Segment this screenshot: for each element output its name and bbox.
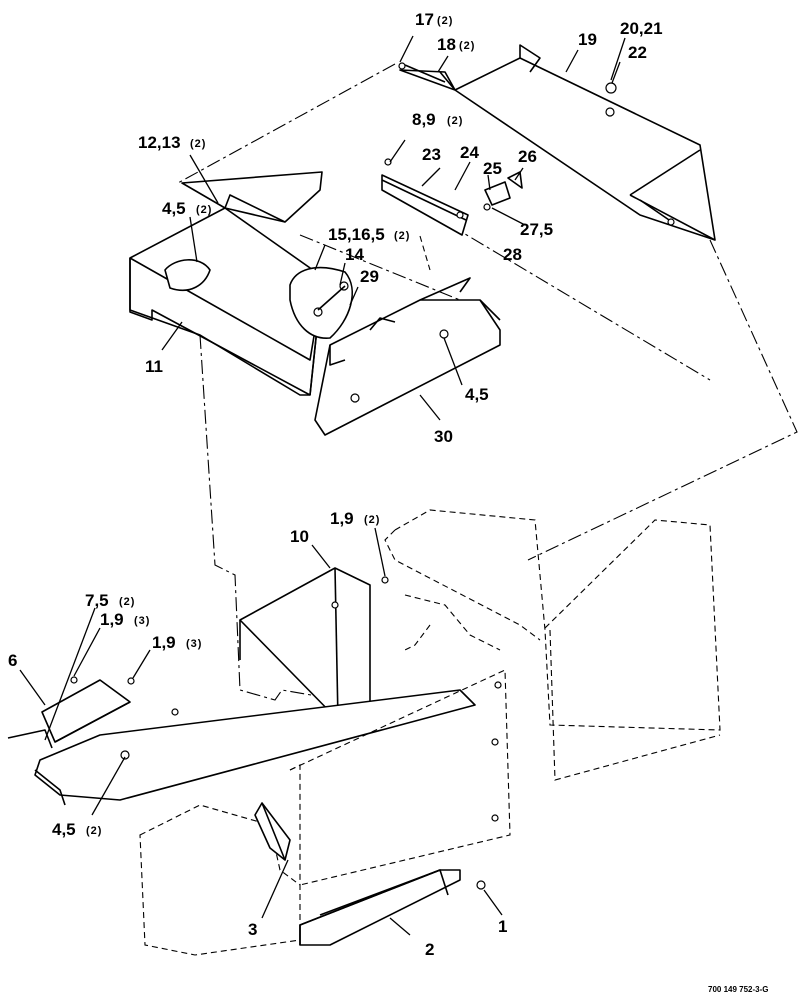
callout-25-num: 25 (483, 159, 502, 178)
callout-8-num: 8,9 (412, 110, 436, 129)
deflector-assembly-6 (7, 676, 476, 806)
callout-14: 14 (345, 245, 364, 264)
panel-10 (239, 567, 389, 726)
housing-11 (129, 171, 353, 396)
callout-22: 22 (628, 43, 647, 62)
callout-12-qty: (2) (190, 138, 206, 150)
callout-7: 7,5 (2) (85, 591, 135, 610)
callout-30: 30 (434, 427, 453, 446)
hidden-frame (139, 509, 721, 956)
callout-1b-num: 1,9 (100, 610, 124, 629)
callout-1d-num: 1 (498, 917, 507, 936)
callout-1a-qty: (2) (364, 514, 380, 526)
callout-23-num: 23 (422, 145, 441, 164)
callout-20-num: 20,21 (620, 19, 663, 38)
callout-12: 12,13 (2) (138, 133, 206, 152)
callout-22-num: 22 (628, 43, 647, 62)
callout-12-num: 12,13 (138, 133, 181, 152)
callout-18: 18(2) (437, 35, 475, 54)
callout-1b: 1,9 (3) (100, 610, 150, 629)
callout-4a: 4,5 (2) (162, 199, 212, 218)
callout-3-num: 3 (248, 920, 257, 939)
callout-28: 28 (503, 245, 522, 264)
callout-4a-qty: (2) (196, 204, 212, 216)
callout-8: 8,9 (2) (412, 110, 463, 129)
callout-2-num: 2 (425, 940, 434, 959)
bracket-3 (254, 802, 291, 861)
callout-25: 25 (483, 159, 502, 178)
callout-3: 3 (248, 920, 257, 939)
callout-20: 20,21 (620, 19, 663, 38)
callout-1a-num: 1,9 (330, 509, 354, 528)
callout-19-num: 19 (578, 30, 597, 49)
callout-27-num: 27,5 (520, 220, 553, 239)
callout-27: 27,5 (520, 220, 553, 239)
callout-29: 29 (360, 267, 379, 286)
callout-29-num: 29 (360, 267, 379, 286)
assembly-phantom-lines (177, 63, 798, 701)
callout-8-qty: (2) (447, 115, 463, 127)
callout-1c: 1,9 (3) (152, 633, 202, 652)
callout-10: 10 (290, 527, 309, 546)
callout-1d: 1 (498, 917, 507, 936)
callout-1b-qty: (3) (134, 615, 150, 627)
top-cover-19 (398, 44, 716, 241)
callout-6: 6 (8, 651, 17, 670)
callout-17-num: 17 (415, 10, 434, 29)
callout-23: 23 (422, 145, 441, 164)
drawing-number: 700 149 752-3-G (708, 985, 769, 994)
callout-10-num: 10 (290, 527, 309, 546)
callout-18-num: 18 (437, 35, 456, 54)
angle-bracket-2 (299, 869, 486, 946)
callout-15-qty: (2) (394, 230, 410, 242)
callout-7-qty: (2) (119, 596, 135, 608)
callout-11-num: 11 (145, 357, 163, 376)
callout-4b: 4,5 (465, 385, 489, 404)
callout-4b-num: 4,5 (465, 385, 489, 404)
callout-11: 11 (145, 357, 163, 376)
callout-17-qty: (2) (437, 15, 453, 27)
callout-18-qty: (2) (459, 40, 475, 52)
callout-4c: 4,5 (2) (52, 820, 102, 839)
latch-bar-23 (381, 158, 523, 271)
callout-26-num: 26 (518, 147, 537, 166)
callout-26: 26 (518, 147, 537, 166)
callout-6-num: 6 (8, 651, 17, 670)
callout-28-num: 28 (503, 245, 522, 264)
callout-15-num: 15,16,5 (328, 225, 385, 244)
callout-7-num: 7,5 (85, 591, 109, 610)
callout-17: 17(2) (415, 10, 453, 29)
callout-24-num: 24 (460, 143, 479, 162)
callout-4c-num: 4,5 (52, 820, 76, 839)
callout-15: 15,16,5 (2) (328, 225, 410, 244)
bracket-30 (314, 277, 501, 436)
callout-24: 24 (460, 143, 479, 162)
callout-4a-num: 4,5 (162, 199, 186, 218)
callout-19: 19 (578, 30, 597, 49)
callout-1c-qty: (3) (186, 638, 202, 650)
callout-4c-qty: (2) (86, 825, 102, 837)
callout-2: 2 (425, 940, 434, 959)
callout-14-num: 14 (345, 245, 364, 264)
leader-lines (19, 35, 626, 936)
callout-30-num: 30 (434, 427, 453, 446)
callout-1c-num: 1,9 (152, 633, 176, 652)
callout-1a: 1,9 (2) (330, 509, 380, 528)
